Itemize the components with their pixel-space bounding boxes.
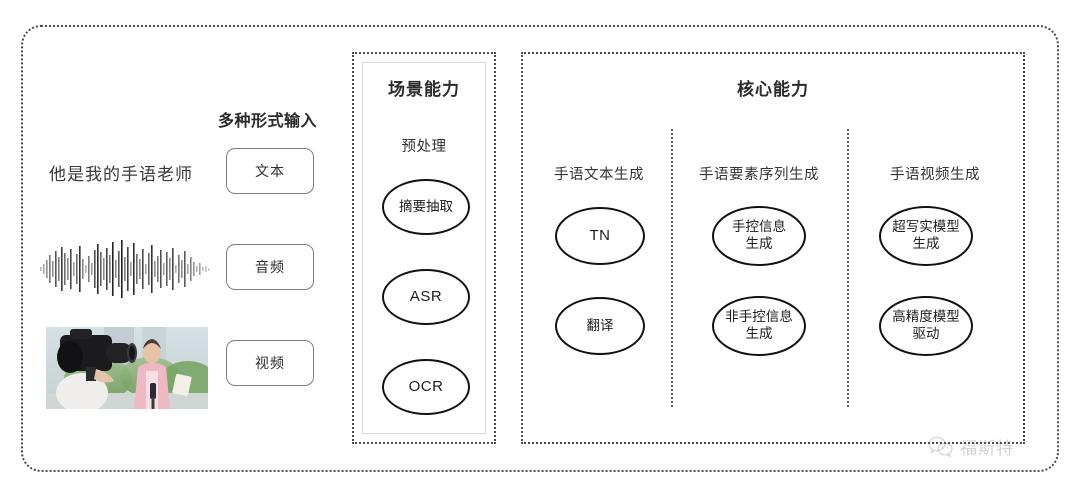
watermark: 福斯特 [928,434,1014,459]
core-column-divider-1 [671,129,673,407]
core-node-tn[interactable]: TN [555,207,645,265]
scene-node-ocr[interactable]: OCR [382,359,470,415]
modality-chip-audio-label: 音频 [255,259,285,275]
audio-waveform-icon [40,240,210,298]
core-node-high-precision-model-drive[interactable]: 高精度模型 驱动 [879,296,973,356]
scene-node-asr[interactable]: ASR [382,269,470,325]
modality-chip-text[interactable]: 文本 [226,148,314,194]
core-capability-panel: 核心能力 手语文本生成 TN 翻译 手语要素序列生成 手控信息 生成 非手控信息… [521,52,1025,444]
scene-node-summary-extraction[interactable]: 摘要抽取 [382,179,470,235]
core-node-non-manual-info-generation[interactable]: 非手控信息 生成 [712,296,806,356]
core-column-title-element-sequence-generation: 手语要素序列生成 [699,167,819,183]
scene-node-asr-label: ASR [409,287,443,305]
core-node-manual-info-generation-label: 手控信息 生成 [732,219,786,251]
scene-node-ocr-label: OCR [408,377,444,395]
core-node-translation-label: 翻译 [586,317,614,333]
core-node-high-precision-model-drive-label: 高精度模型 驱动 [892,309,960,341]
wechat-icon [928,436,953,457]
input-section-heading: 多种形式输入 [218,113,318,130]
core-node-tn-label: TN [589,226,611,244]
scene-group-title: 预处理 [401,139,447,155]
core-node-manual-info-generation[interactable]: 手控信息 生成 [712,206,806,266]
scene-node-summary-extraction-label: 摘要抽取 [399,198,453,214]
core-node-non-manual-info-generation-label: 非手控信息 生成 [725,309,793,341]
input-text-sample: 他是我的手语老师 [49,165,193,184]
scene-capability-title: 场景能力 [388,80,460,99]
modality-chip-text-label: 文本 [255,163,285,179]
core-node-photoreal-model-generation[interactable]: 超写实模型 生成 [879,206,973,266]
video-thumbnail [46,327,208,409]
core-node-translation[interactable]: 翻译 [555,297,645,355]
core-node-photoreal-model-generation-label: 超写实模型 生成 [892,219,960,251]
modality-chip-video[interactable]: 视频 [226,340,314,386]
core-column-divider-2 [847,129,849,407]
core-column-title-sign-video-generation: 手语视频生成 [890,167,980,183]
core-column-title-sign-text-generation: 手语文本生成 [554,167,644,183]
scene-capability-panel: 场景能力 预处理 摘要抽取 ASR OCR [352,52,496,444]
watermark-label: 福斯特 [960,439,1014,458]
core-capability-title: 核心能力 [737,80,809,99]
modality-chip-audio[interactable]: 音频 [226,244,314,290]
modality-chip-video-label: 视频 [255,355,285,371]
